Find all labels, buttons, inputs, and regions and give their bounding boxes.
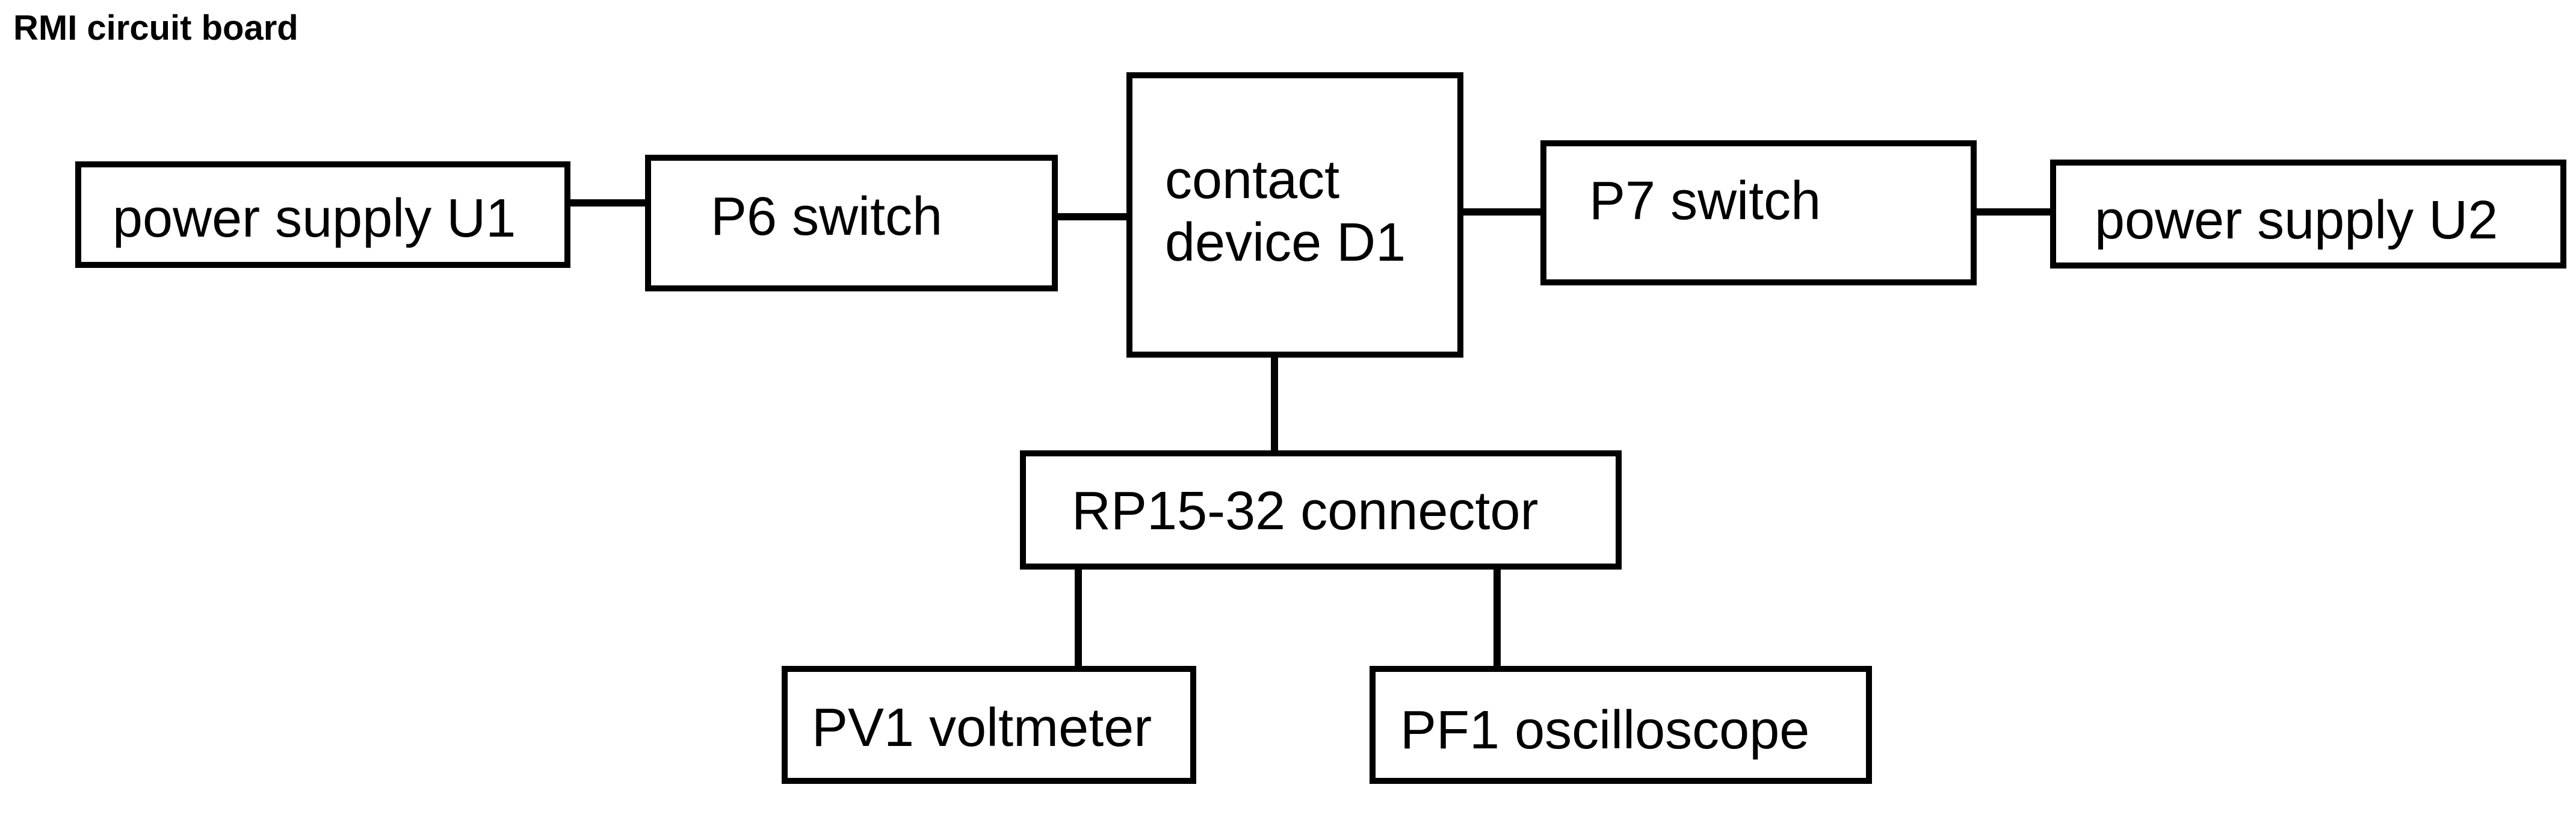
node-power-supply-u2: power supply U2 (2050, 160, 2566, 269)
node-pf1-oscilloscope: PF1 oscilloscope (1370, 666, 1872, 784)
diagram-title: RMI circuit board (13, 8, 298, 48)
node-label: contact device D1 (1165, 150, 1406, 273)
node-p6-switch: P6 switch (645, 155, 1058, 291)
node-label: PF1 oscilloscope (1400, 700, 1810, 760)
node-label: P7 switch (1589, 171, 1821, 231)
node-label: RP15-32 connector (1072, 481, 1539, 541)
node-pv1-voltmeter: PV1 voltmeter (782, 666, 1196, 784)
node-label: power supply U1 (113, 188, 516, 249)
node-label: P6 switch (711, 187, 943, 247)
node-contact-device-d1: contact device D1 (1126, 72, 1463, 358)
node-rp15-32-connector: RP15-32 connector (1020, 450, 1622, 570)
node-power-supply-u1: power supply U1 (75, 161, 570, 268)
node-label: PV1 voltmeter (812, 698, 1152, 758)
node-label: power supply U2 (2095, 190, 2498, 250)
node-p7-switch: P7 switch (1540, 140, 1977, 285)
